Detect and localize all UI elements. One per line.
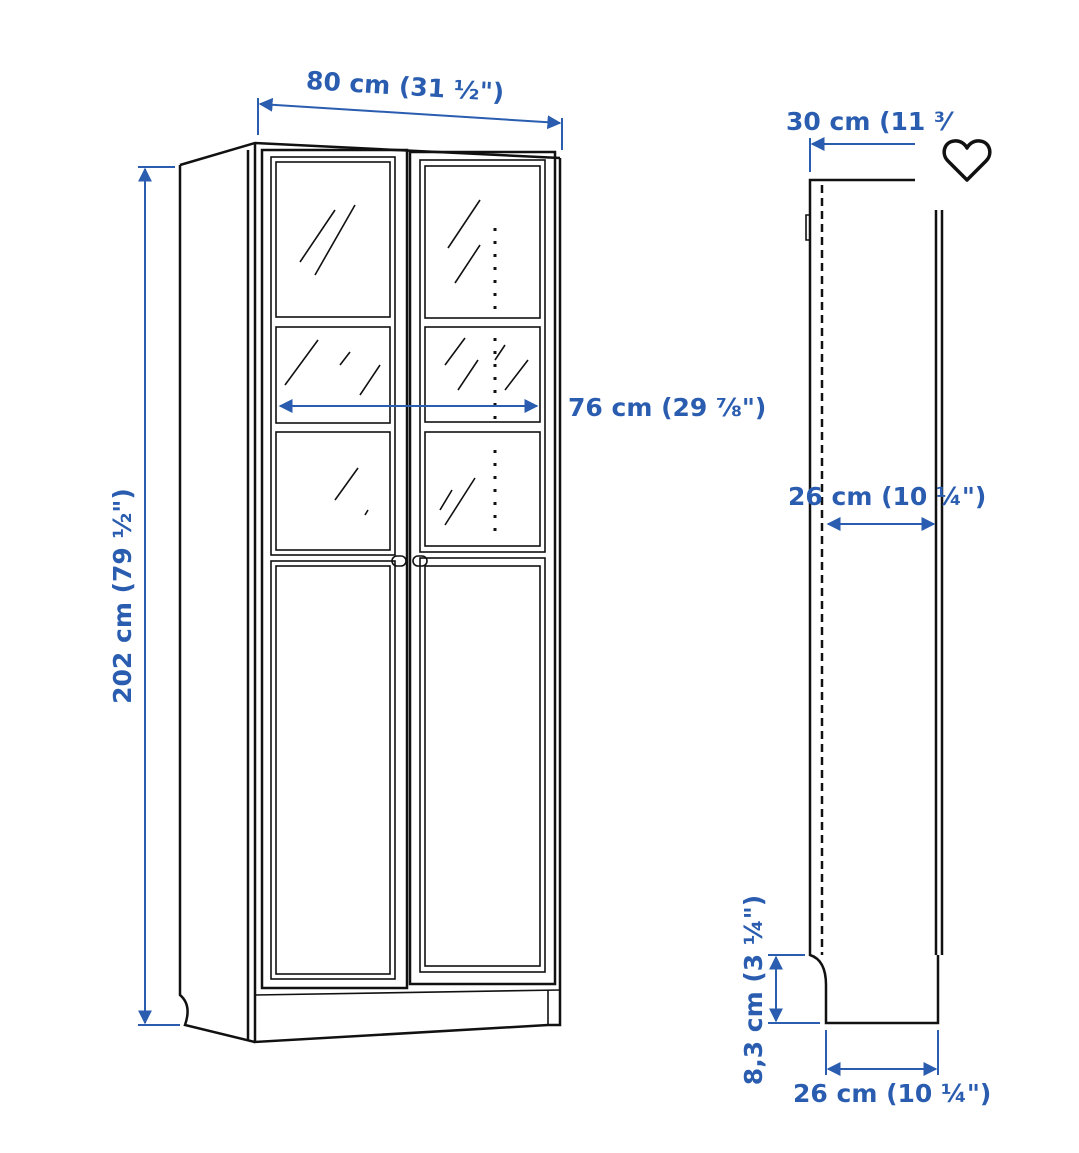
depth-label: 30 cm (11 ³⁄ [786,107,955,136]
height-label: 202 cm (79 ½") [108,488,137,704]
heart-outline-icon [942,139,992,182]
base-depth-label: 26 cm (10 ¼") [793,1079,991,1108]
width-label: 80 cm (31 ½") [305,66,505,107]
side-view [805,178,944,1025]
front-view [178,141,562,1044]
favorite-button[interactable] [940,136,994,186]
dimension-lines [138,97,939,1076]
plinth-height-label: 8,3 cm (3 ¼") [739,895,768,1085]
inner-width-label: 76 cm (29 ⅞") [568,393,766,422]
inner-depth-label: 26 cm (10 ¼") [788,482,986,511]
